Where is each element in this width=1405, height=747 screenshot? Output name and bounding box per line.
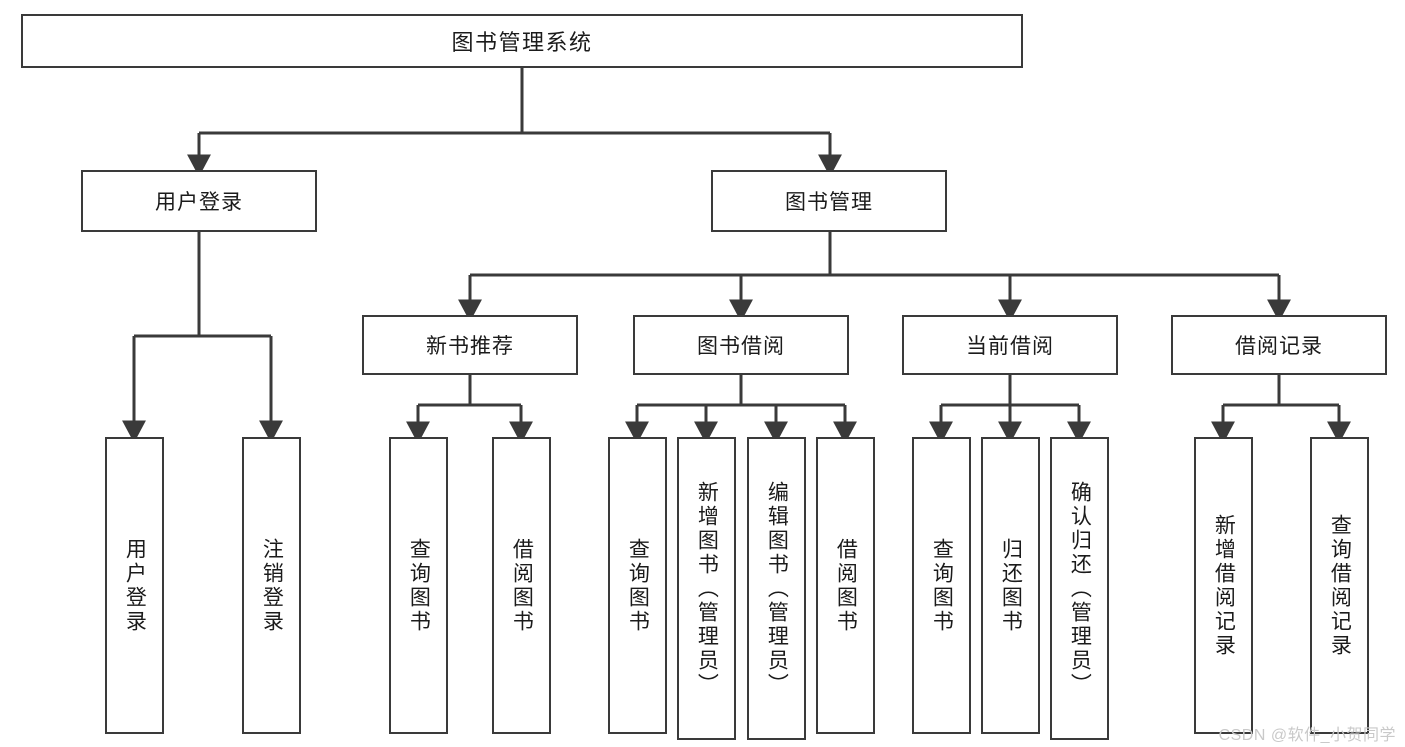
leaf-logout[interactable]: 注销登录 xyxy=(242,437,301,734)
leaf-user-login[interactable]: 用户登录 xyxy=(105,437,164,734)
node-book-manage[interactable]: 图书管理 xyxy=(711,170,947,232)
leaf-borrow-book-1[interactable]: 借阅图书 xyxy=(492,437,551,734)
leaf-add-record[interactable]: 新增借阅记录 xyxy=(1194,437,1253,734)
node-borrow-record[interactable]: 借阅记录 xyxy=(1171,315,1387,375)
leaf-query-book-1[interactable]: 查询图书 xyxy=(389,437,448,734)
node-new-book-recommend[interactable]: 新书推荐 xyxy=(362,315,578,375)
leaf-confirm-return[interactable]: 确认归还（管理员） xyxy=(1050,437,1109,740)
leaf-query-book-2[interactable]: 查询图书 xyxy=(608,437,667,734)
node-user-login[interactable]: 用户登录 xyxy=(81,170,317,232)
node-root[interactable]: 图书管理系统 xyxy=(21,14,1023,68)
leaf-add-book[interactable]: 新增图书（管理员） xyxy=(677,437,736,740)
node-book-borrow[interactable]: 图书借阅 xyxy=(633,315,849,375)
leaf-query-book-3[interactable]: 查询图书 xyxy=(912,437,971,734)
node-current-borrow[interactable]: 当前借阅 xyxy=(902,315,1118,375)
leaf-borrow-book-2[interactable]: 借阅图书 xyxy=(816,437,875,734)
leaf-edit-book[interactable]: 编辑图书（管理员） xyxy=(747,437,806,740)
leaf-query-record[interactable]: 查询借阅记录 xyxy=(1310,437,1369,734)
leaf-return-book[interactable]: 归还图书 xyxy=(981,437,1040,734)
